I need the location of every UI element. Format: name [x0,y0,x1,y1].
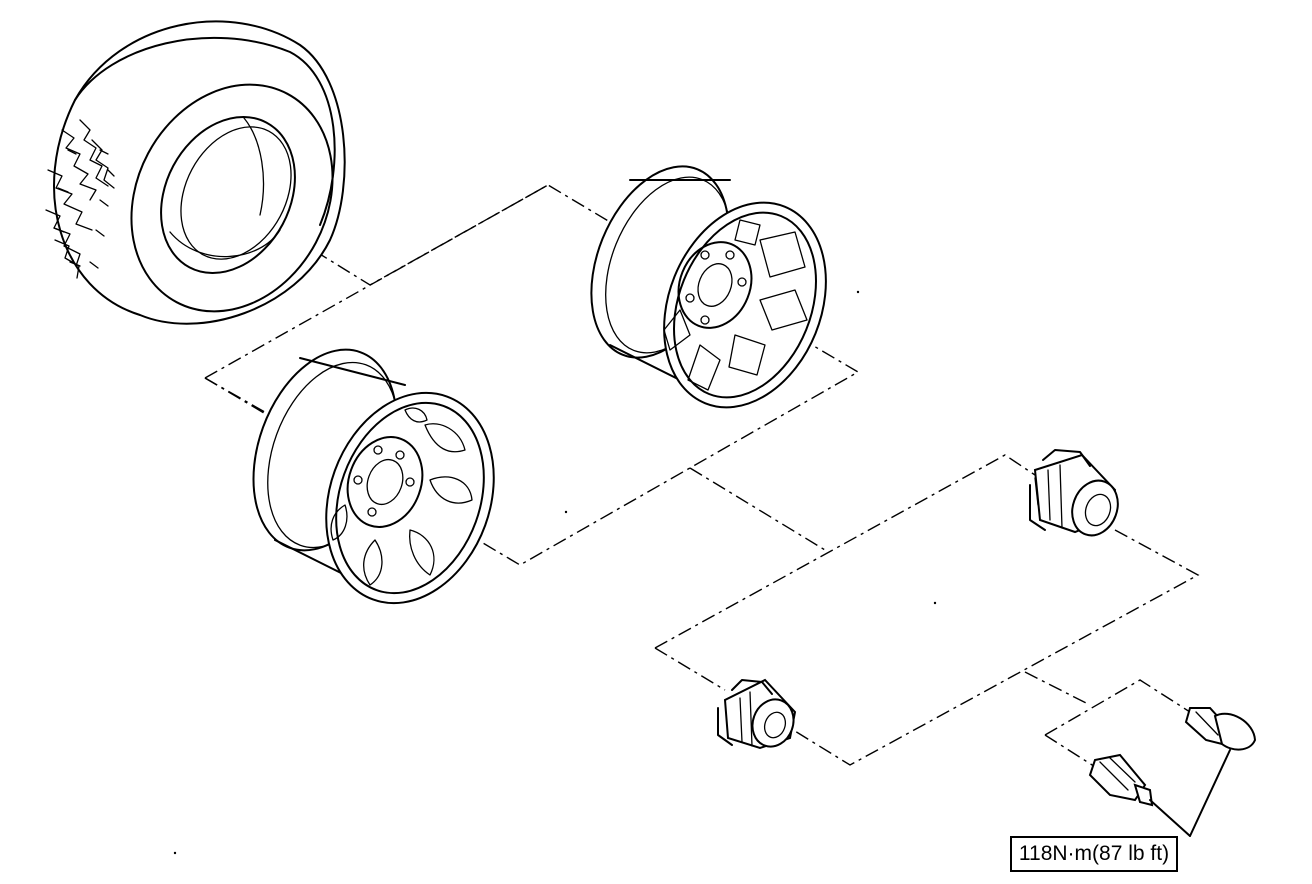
center-cap-lower [717,678,797,750]
tire [45,20,346,325]
assembly-guide-lines [199,179,1200,771]
lug-nut-right [1184,707,1257,751]
scan-specks [173,290,937,855]
torque-spec-label: 118N·m(87 lb ft) [1010,836,1178,872]
alloy-wheel [252,348,495,605]
tire-tread [45,119,115,279]
torque-leader-lines [1149,749,1231,837]
steel-wheel [590,165,827,409]
center-cap-upper [1029,449,1119,537]
lug-nut-left [1088,753,1154,807]
